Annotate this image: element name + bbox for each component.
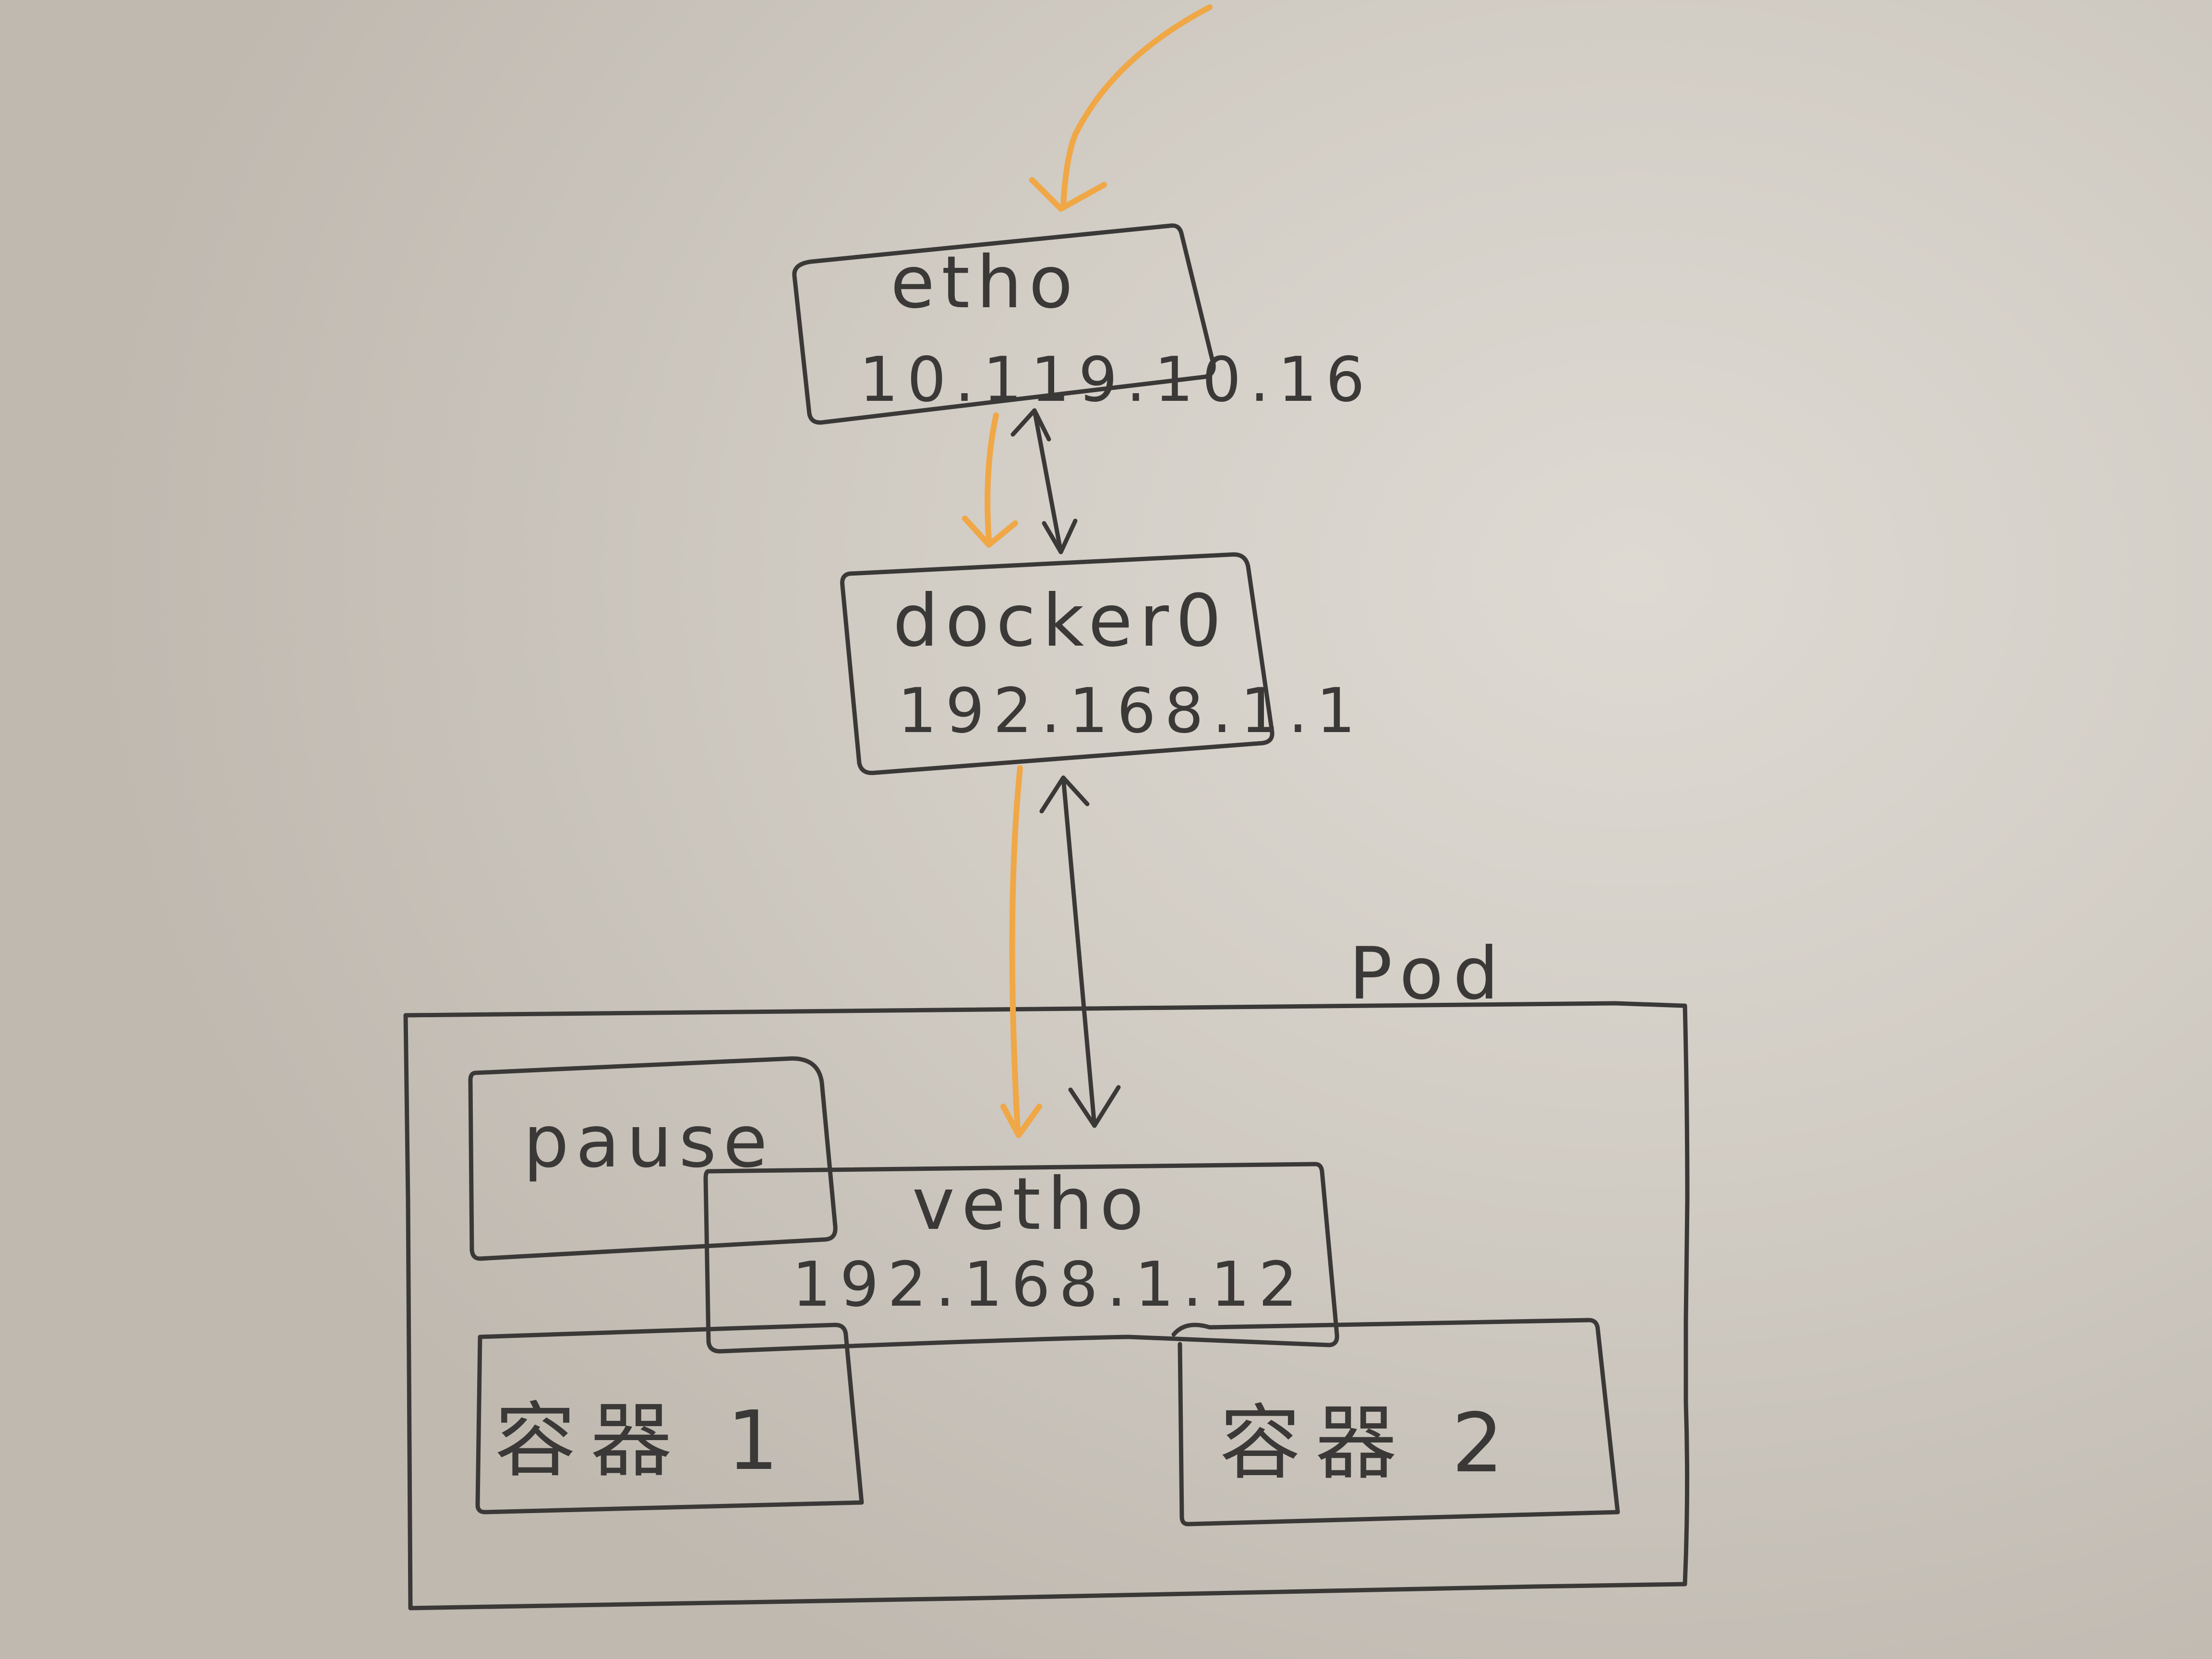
container2-label: 容器 2 xyxy=(1219,1396,1518,1491)
eth0-docker0-link-arrow xyxy=(1010,408,1078,554)
veth0-box xyxy=(703,1162,1339,1354)
pod-node: Pod xyxy=(403,932,1690,1611)
container1-label: 容器 1 xyxy=(494,1394,793,1489)
eth0-to-docker0-traffic-arrow xyxy=(962,412,1018,548)
pod-label: Pod xyxy=(1349,932,1508,1016)
docker0-to-veth0-traffic-arrow xyxy=(1000,765,1042,1138)
docker0-name-label: docker0 xyxy=(893,579,1228,663)
veth0-node: vetho 192.168.1.12 xyxy=(703,1162,1339,1354)
veth0-ip-label: 192.168.1.12 xyxy=(792,1249,1306,1321)
container1-node: 容器 1 xyxy=(475,1322,864,1515)
docker0-veth0-link-arrow xyxy=(1039,775,1121,1128)
pause-box xyxy=(468,1056,838,1261)
eth0-name-label: etho xyxy=(890,241,1080,325)
container2-box xyxy=(1171,1318,1620,1527)
docker0-node: docker0 192.168.1.1 xyxy=(840,552,1364,775)
eth0-ip-label: 10.119.10.16 xyxy=(859,344,1373,416)
eth0-node: etho 10.119.10.16 xyxy=(792,223,1373,425)
veth0-name-label: vetho xyxy=(912,1163,1151,1246)
incoming-traffic-arrow xyxy=(1029,4,1213,212)
eth0-box xyxy=(792,223,1216,425)
pause-node: pause xyxy=(468,1056,838,1261)
container1-box xyxy=(475,1322,864,1515)
pod-box xyxy=(403,1001,1690,1611)
docker0-ip-label: 192.168.1.1 xyxy=(898,675,1364,747)
docker0-box xyxy=(840,552,1274,775)
container2-node: 容器 2 xyxy=(1171,1318,1620,1527)
